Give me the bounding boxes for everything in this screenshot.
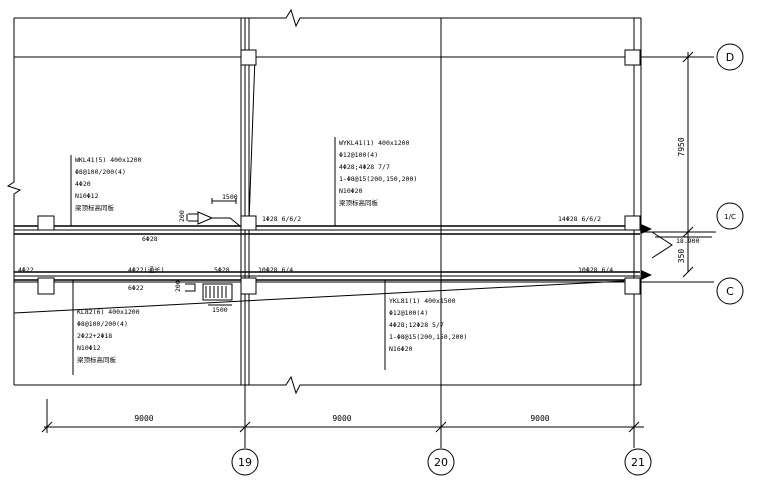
tick [435,421,447,433]
axis-bubbles: D 1/C C 19 20 21 [231,43,744,476]
haunch-dim: 200 [178,210,186,222]
column-19-lower [240,277,257,295]
tick [41,421,53,433]
horizontal-dimension [41,399,644,433]
note-line: 4Φ28;4Φ28 7/7 [339,163,390,171]
rebar-label: 1Φ28 6/6/2 [262,215,301,223]
column-21-upper [624,215,641,231]
dim-span-mid: 9000 [332,414,351,423]
tick [239,421,251,433]
axis-label-19: 19 [238,456,252,469]
rebar-label: 5Φ28 [214,266,230,274]
note-line: 梁顶标高同板 [75,203,115,212]
note-line: N10Φ12 [75,192,99,200]
sloped-rebar-line [13,280,625,314]
beam-19-slope [248,56,256,223]
haunch-upper-box [188,213,199,222]
axis-bubble-21 [624,448,652,476]
dim-span-right: 9000 [530,414,549,423]
haunch-upper-slope [212,217,241,227]
vertical-dimension [655,51,712,278]
rebar-label: 6Φ22 [128,284,144,292]
note-line: WKL41(5) 400x1200 [75,156,142,164]
column-21-d [624,49,641,66]
haunch-upper-arrow [197,211,214,225]
note-line: YKL81(1) 400x1500 [389,297,456,305]
rebar-label: 4Φ22(通长) [128,265,164,274]
note-line: KL82(6) 400x1200 [77,308,140,316]
beam-19-lines [240,18,256,385]
section-marker-lower [641,270,652,280]
leader-lines [70,137,386,375]
rebar-label: 4Φ22 [18,266,34,274]
beam-bands [13,225,640,314]
tick [682,51,694,63]
tick [682,266,694,278]
rebar-label: 6Φ28 [142,235,158,243]
columns [37,49,641,295]
column-19-upper [240,215,257,231]
note-line: 1-Φ8@15(200,150,200) [389,333,467,341]
bottom-break-line [14,375,641,395]
haunch-dim: 1500 [222,193,238,201]
left-break-line [6,18,22,385]
rebar-label: 14Φ28 6/6/2 [558,215,601,223]
haunch-lower [185,283,233,306]
note-line: N10Φ20 [339,187,363,195]
tick [628,421,640,433]
dimension-texts: 9000 9000 9000 7950 350 18.900 [134,137,699,423]
note-line: N16Φ20 [389,345,413,353]
axis-bubble-1c [716,202,744,230]
section-marker-upper [641,224,652,234]
note-line: Φ12@100(4) [339,151,378,159]
haunch-lower-box [185,283,196,292]
top-break-line [14,8,641,28]
axis-label-c: C [726,285,734,298]
section-markers [641,224,673,280]
axis-label-d: D [726,51,734,64]
dim-offset: 350 [677,249,686,264]
note-line: 4Φ28;12Φ28 5/7 [389,321,444,329]
column-left-lower [37,277,55,295]
haunch-lower-hatch-box [202,283,233,301]
rebar-labels: 6Φ28 1Φ28 6/6/2 14Φ28 6/6/2 4Φ22 4Φ22(通长… [18,193,613,314]
note-lower-mid: YKL81(1) 400x1500 Φ12@100(4) 4Φ28;12Φ28 … [389,297,467,353]
column-left-upper [37,215,55,231]
axis-bubble-d [716,43,744,71]
elevation-wedge [651,231,673,259]
dim-vertical: 7950 [677,137,686,156]
axis-label-20: 20 [434,456,448,469]
column-19-d [240,49,257,66]
note-line: 4Φ20 [75,180,91,188]
note-upper-left: WKL41(5) 400x1200 Φ8@100/200(4) 4Φ20 N10… [75,156,142,212]
note-line: 2Φ22+2Φ18 [77,332,112,340]
axis-label-1c: 1/C [724,213,736,221]
note-line: 1-Φ8@15(200,150,200) [339,175,417,183]
note-line: N10Φ12 [77,344,101,352]
haunch-upper [186,198,241,227]
note-line: 梁顶标高同板 [77,355,117,364]
tick [682,226,694,238]
rebar-label: 10Φ28 6/4 [258,266,293,274]
dim-elevation: 18.900 [676,237,700,245]
note-line: 梁顶标高同板 [339,198,379,207]
axis-label-21: 21 [631,456,645,469]
axis-bubble-20 [427,448,455,476]
axis-bubble-19 [231,448,259,476]
note-line: WYKL41(1) 400x1200 [339,139,410,147]
column-21-lower [624,277,641,295]
note-upper-mid: WYKL41(1) 400x1200 Φ12@100(4) 4Φ28;4Φ28 … [339,139,417,207]
axis-lines [14,18,716,448]
note-line: Φ8@100/200(4) [77,320,128,328]
note-line: Φ12@100(4) [389,309,428,317]
rebar-label: 10Φ28 6/4 [578,266,613,274]
dim-span-left: 9000 [134,414,153,423]
axis-bubble-c [716,277,744,305]
haunch-dim: 200 [174,280,182,292]
note-lower-left: KL82(6) 400x1200 Φ8@100/200(4) 2Φ22+2Φ18… [77,308,140,364]
haunch-dim: 1500 [212,306,228,314]
note-line: Φ8@100/200(4) [75,168,126,176]
